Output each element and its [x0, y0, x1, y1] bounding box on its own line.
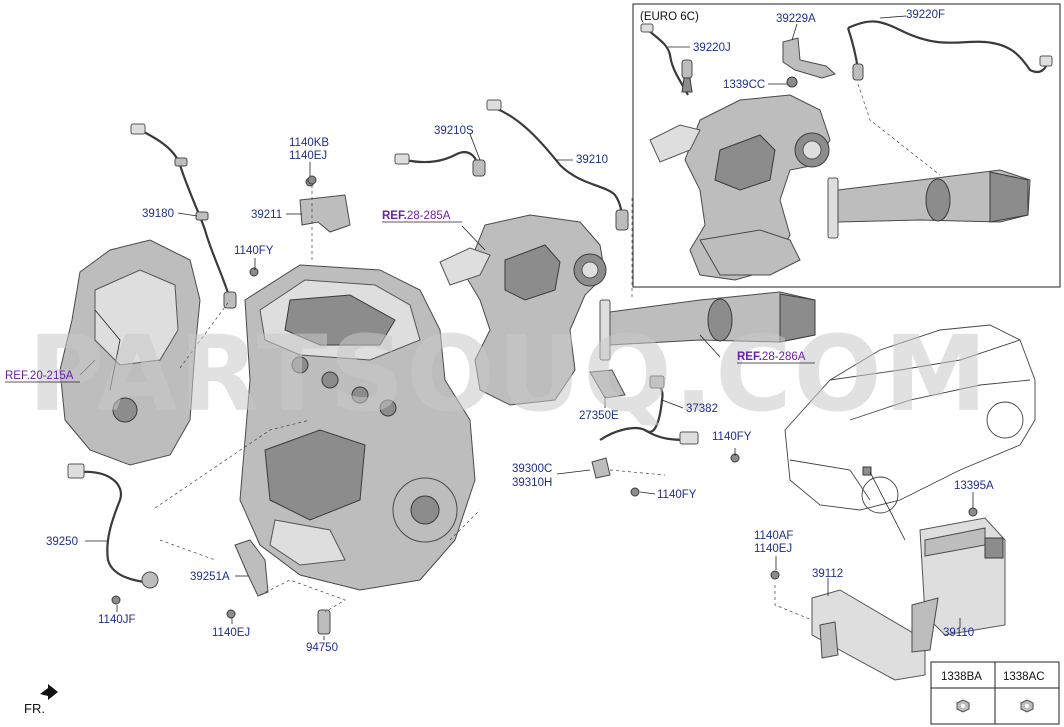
label-1140kb[interactable]: 1140KB: [289, 137, 329, 149]
svg-text:REF.28-286A: REF.28-286A: [737, 351, 806, 363]
label-39220j[interactable]: 39220J: [693, 42, 731, 54]
label-39110[interactable]: 39110: [943, 627, 974, 639]
label-39210s[interactable]: 39210S: [434, 125, 474, 137]
label-1140ej-c[interactable]: 1140EJ: [754, 543, 792, 555]
sensor-39300c[interactable]: [591, 457, 611, 479]
bolt-1140ej-b[interactable]: [226, 609, 236, 619]
label-13395a[interactable]: 13395A: [954, 480, 994, 492]
ref-28-286a[interactable]: REF.28-286A: [737, 351, 815, 364]
nut-1338ba-icon: [956, 699, 970, 713]
label-1140ej-a[interactable]: 1140EJ: [289, 150, 327, 162]
timing-cover[interactable]: [59, 239, 201, 466]
label-94750[interactable]: 94750: [306, 642, 338, 654]
label-39180[interactable]: 39180: [142, 208, 174, 220]
bolt-1140kb[interactable]: [307, 175, 317, 185]
label-1339cc[interactable]: 1339CC: [723, 79, 765, 91]
reference-lines: [154, 83, 941, 621]
label-39112[interactable]: 39112: [812, 568, 843, 580]
label-1140fy-b[interactable]: 1140FY: [712, 431, 752, 443]
inset-catalytic-converter[interactable]: [827, 169, 1031, 239]
label-1140fy-a[interactable]: 1140FY: [234, 245, 274, 257]
ref-28-285a[interactable]: REF.28-285A: [382, 210, 462, 223]
label-39251a[interactable]: 39251A: [190, 571, 230, 583]
bolt-1140ej-c[interactable]: [770, 570, 780, 580]
o2-sensor-39210[interactable]: [486, 99, 629, 231]
inset-bracket-39229a[interactable]: [782, 37, 836, 88]
fastener-table: 1338BA 1338AC: [930, 661, 1060, 725]
label-37382[interactable]: 37382: [686, 403, 718, 415]
bolt-13395a[interactable]: [968, 507, 978, 517]
ecu-39110[interactable]: [919, 517, 1006, 636]
label-39229a[interactable]: 39229A: [776, 13, 816, 25]
label-1140af[interactable]: 1140AF: [754, 530, 793, 542]
euro6c-label: (EURO 6C): [640, 11, 699, 23]
label-39300c[interactable]: 39300C: [512, 463, 552, 475]
inset-o2-sensor-39220f[interactable]: [846, 20, 1053, 81]
bracket-39112[interactable]: [811, 589, 939, 681]
nut-1338ac-icon: [1020, 699, 1034, 713]
bolt-1140jf[interactable]: [111, 595, 121, 605]
o2-sensor-39210s[interactable]: [394, 151, 486, 177]
svg-text:REF.20-215A: REF.20-215A: [5, 370, 74, 382]
bolt-1140fy-a[interactable]: [249, 267, 259, 277]
svg-text:REF.28-285A: REF.28-285A: [382, 210, 451, 222]
euro6c-inset-box: [632, 3, 1061, 288]
table-col-1338ac[interactable]: 1338AC: [1003, 671, 1045, 683]
front-arrow-icon: [40, 684, 58, 700]
turbocharger-assembly[interactable]: [439, 214, 607, 406]
bracket-27350e[interactable]: [589, 369, 626, 399]
label-39210[interactable]: 39210: [576, 154, 608, 166]
vehicle-outline: [784, 324, 1036, 541]
sensor-harness-37382[interactable]: [599, 375, 699, 445]
leader-lines: [79, 15, 974, 640]
label-39310h[interactable]: 39310H: [512, 477, 552, 489]
inset-turbocharger-assembly[interactable]: [649, 94, 831, 281]
label-39211[interactable]: 39211: [251, 209, 282, 221]
label-39220f[interactable]: 39220F: [906, 9, 945, 21]
bolt-1140fy-c[interactable]: [630, 487, 640, 497]
bracket-39251a[interactable]: [234, 539, 269, 597]
knock-sensor-39250[interactable]: [67, 463, 159, 589]
part-labels: 39229A 39220F 39220J 1339CC 39210S 39210…: [46, 9, 994, 654]
table-col-1338ba[interactable]: 1338BA: [941, 671, 982, 683]
label-1140ej-b[interactable]: 1140EJ: [212, 627, 250, 639]
catalytic-converter[interactable]: [599, 291, 816, 361]
plug-94750[interactable]: [317, 609, 331, 635]
label-27350e[interactable]: 27350E: [579, 410, 619, 422]
label-1140jf[interactable]: 1140JF: [98, 614, 136, 626]
svg-text:FR.: FR.: [24, 701, 45, 716]
inset-o2-sensor-39220j[interactable]: [640, 23, 693, 96]
o2-sensor-39180[interactable]: [130, 123, 237, 309]
bracket-39211[interactable]: [299, 177, 351, 233]
label-1140fy-c[interactable]: 1140FY: [657, 489, 697, 501]
ref-20-215a[interactable]: REF.20-215A: [5, 370, 80, 383]
label-39250[interactable]: 39250: [46, 536, 78, 548]
front-direction-indicator: FR.: [24, 684, 58, 716]
watermark: PARTSOUQ.COM: [28, 313, 989, 435]
engine-block[interactable]: [239, 264, 476, 591]
